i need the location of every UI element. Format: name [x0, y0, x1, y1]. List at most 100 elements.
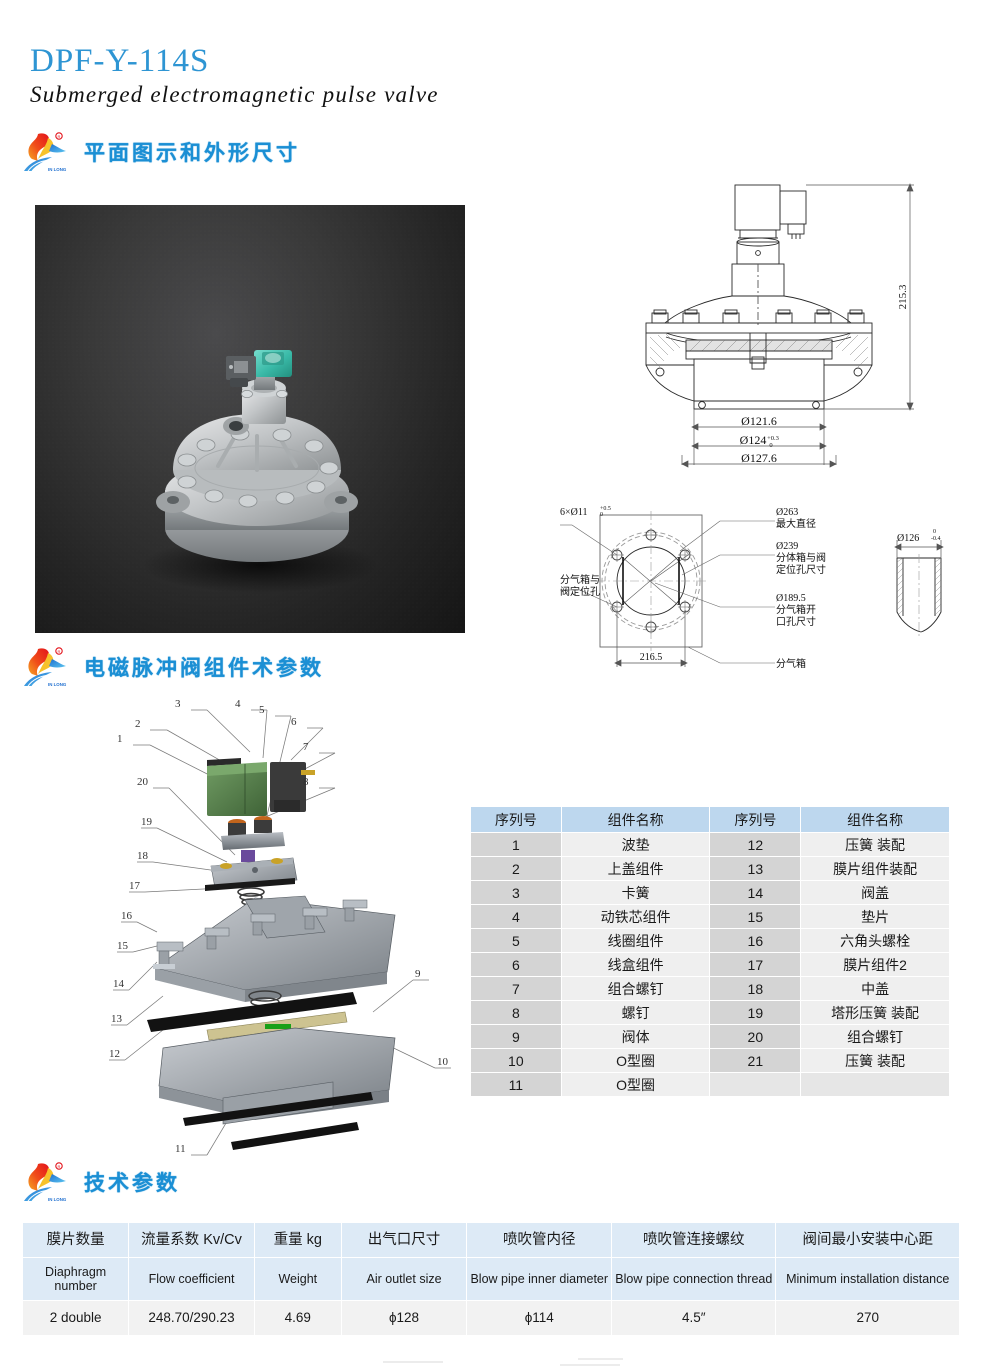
- callout-16: 16: [121, 910, 133, 922]
- dim-open-dia: Ø189.5: [776, 593, 806, 604]
- callout-15: 15: [117, 940, 129, 952]
- spec-cn-air-outlet-size: 出气口尺寸: [340, 1222, 468, 1258]
- spec-header-en-row: Diaphragm number Flow coefficient Weight…: [21, 1257, 960, 1301]
- cell-index-right: 13: [709, 856, 802, 881]
- cad-flange-plan-view: 6×Ø11 +0.5 0 分气箱与 阀定位孔 Ø263 最大直径 Ø239 分体…: [560, 495, 890, 680]
- callout-11: 11: [175, 1143, 186, 1155]
- callout-13: 13: [111, 1013, 123, 1025]
- spec-cn-flow-coefficient: 流量系数 Kv/Cv: [128, 1222, 255, 1258]
- section-title-drawing: 平面图示和外形尺寸: [84, 142, 300, 165]
- in-long-logo-icon: R IN LONG: [22, 130, 70, 174]
- cell-name-right: 膜片组件装配: [800, 856, 950, 881]
- label-open-1: 分气箱开: [776, 603, 816, 616]
- cell-name-left: 线盒组件: [560, 952, 711, 977]
- cell-index-left: 8: [470, 1000, 562, 1025]
- in-long-logo-icon-2: R IN LONG: [22, 645, 70, 689]
- callout-19: 19: [141, 816, 153, 828]
- cell-index-left: 9: [470, 1024, 562, 1049]
- cell-name-left: 动铁芯组件: [560, 904, 711, 929]
- spec-value-weight: 4.69: [253, 1300, 342, 1336]
- callout-17: 17: [129, 880, 141, 892]
- parts-list-table: 序列号 组件名称 序列号 组件名称 1 波垫 12 压簧 装配 2 上盖组件 1…: [470, 806, 950, 1097]
- svg-text:R: R: [58, 649, 61, 654]
- label-air-box: 分气箱: [776, 657, 806, 670]
- table-row: 4 动铁芯组件 15 垫片: [470, 904, 950, 929]
- spec-en-flow-coefficient: Flow coefficient: [128, 1257, 255, 1301]
- callout-9: 9: [415, 968, 421, 980]
- spec-en-diaphragm-number: Diaphragm number: [21, 1257, 130, 1301]
- section-heading-specs: R IN LONG 技术参数: [22, 1160, 180, 1204]
- cell-index-right: 20: [709, 1024, 802, 1049]
- dim-d2: Ø124: [740, 433, 767, 447]
- cell-name-left: 卡簧: [560, 880, 711, 905]
- spec-en-blow-pipe-connection-thread: Blow pipe connection thread: [611, 1257, 777, 1301]
- dim-hole-tol-upper: +0.5: [600, 506, 611, 512]
- footer-mark-mid: [578, 1358, 623, 1360]
- svg-text:IN LONG: IN LONG: [48, 1197, 67, 1202]
- dim-pipe-dia: Ø126: [897, 533, 919, 544]
- cell-index-left: 4: [470, 904, 562, 929]
- table-row: 5 线圈组件 16 六角头螺栓: [470, 928, 950, 953]
- section-title-components: 电磁脉冲阀组件术参数: [84, 657, 324, 680]
- spec-value-blow-pipe-inner-diameter: ϕ114: [466, 1300, 613, 1336]
- footer-mark-left: [383, 1361, 443, 1363]
- table-row: 7 组合螺钉 18 中盖: [470, 976, 950, 1001]
- parts-col-name-2: 组件名称: [800, 806, 950, 833]
- cell-name-left: 上盖组件: [560, 856, 711, 881]
- callout-3: 3: [175, 700, 181, 710]
- spec-en-blow-pipe-inner-diameter: Blow pipe inner diameter: [466, 1257, 613, 1301]
- cell-name-right: 垫片: [800, 904, 950, 929]
- callout-12: 12: [109, 1048, 120, 1060]
- spec-cn-minimum-installation-distance: 阀间最小安装中心距: [775, 1222, 960, 1258]
- callout-2: 2: [135, 718, 141, 730]
- label-locate-1: 分体箱与阀: [776, 551, 826, 564]
- cell-index-left: 5: [470, 928, 562, 953]
- dim-square: 216.5: [640, 652, 663, 663]
- spec-values-row: 2 double 248.70/290.23 4.69 ϕ128 ϕ114 4.…: [21, 1300, 960, 1336]
- table-row: 10 O型圈 21 压簧 装配: [470, 1048, 950, 1073]
- cell-name-left: 螺钉: [560, 1000, 711, 1025]
- spec-cn-weight: 重量 kg: [253, 1222, 342, 1258]
- label-box-locate-2: 阀定位孔: [560, 585, 600, 598]
- cell-index-left: 1: [470, 832, 562, 857]
- section-heading-components: R IN LONG 电磁脉冲阀组件术参数: [22, 645, 324, 689]
- spec-en-air-outlet-size: Air outlet size: [340, 1257, 468, 1301]
- callout-8: 8: [303, 776, 309, 788]
- spec-header-cn-row: 膜片数量 流量系数 Kv/Cv 重量 kg 出气口尺寸 喷吹管内径 喷吹管连接螺…: [21, 1222, 960, 1258]
- cell-name-left: 组合螺钉: [560, 976, 711, 1001]
- label-locate-2: 定位孔尺寸: [776, 563, 826, 576]
- spec-cn-blow-pipe-connection-thread: 喷吹管连接螺纹: [611, 1222, 777, 1258]
- callout-5: 5: [259, 704, 265, 716]
- cell-name-right: 阀盖: [800, 880, 950, 905]
- cell-name-left: 线圈组件: [560, 928, 711, 953]
- callout-1: 1: [117, 733, 123, 745]
- cell-name-right-empty: [800, 1072, 950, 1097]
- parts-col-index-1: 序列号: [470, 806, 562, 833]
- cell-index-right: 21: [709, 1048, 802, 1073]
- technical-parameters-table: 膜片数量 流量系数 Kv/Cv 重量 kg 出气口尺寸 喷吹管内径 喷吹管连接螺…: [21, 1222, 960, 1336]
- dim-hole-count: 6×Ø11: [560, 507, 588, 518]
- section-title-specs: 技术参数: [84, 1172, 180, 1195]
- callout-4: 4: [235, 700, 241, 710]
- parts-col-name-1: 组件名称: [560, 806, 711, 833]
- callout-7: 7: [303, 741, 309, 753]
- cell-index-left: 6: [470, 952, 562, 977]
- table-row: 2 上盖组件 13 膜片组件装配: [470, 856, 950, 881]
- spec-cn-blow-pipe-inner-diameter: 喷吹管内径: [466, 1222, 613, 1258]
- label-max-dia: 最大直径: [776, 517, 816, 530]
- cell-index-left: 3: [470, 880, 562, 905]
- cell-index-left: 11: [470, 1072, 562, 1097]
- cell-name-left: 阀体: [560, 1024, 711, 1049]
- cell-index-right: 18: [709, 976, 802, 1001]
- dim-max-dia: Ø263: [776, 507, 798, 518]
- cell-index-right: 14: [709, 880, 802, 905]
- svg-text:R: R: [58, 1164, 61, 1169]
- dim-d3: Ø127.6: [741, 451, 777, 465]
- section-heading-drawing: R IN LONG 平面图示和外形尺寸: [22, 130, 300, 174]
- cell-index-left: 10: [470, 1048, 562, 1073]
- parts-table-header-row: 序列号 组件名称 序列号 组件名称: [470, 806, 950, 833]
- svg-text:IN LONG: IN LONG: [48, 682, 67, 687]
- cell-index-right: 16: [709, 928, 802, 953]
- cell-name-right: 组合螺钉: [800, 1024, 950, 1049]
- svg-text:R: R: [58, 134, 61, 139]
